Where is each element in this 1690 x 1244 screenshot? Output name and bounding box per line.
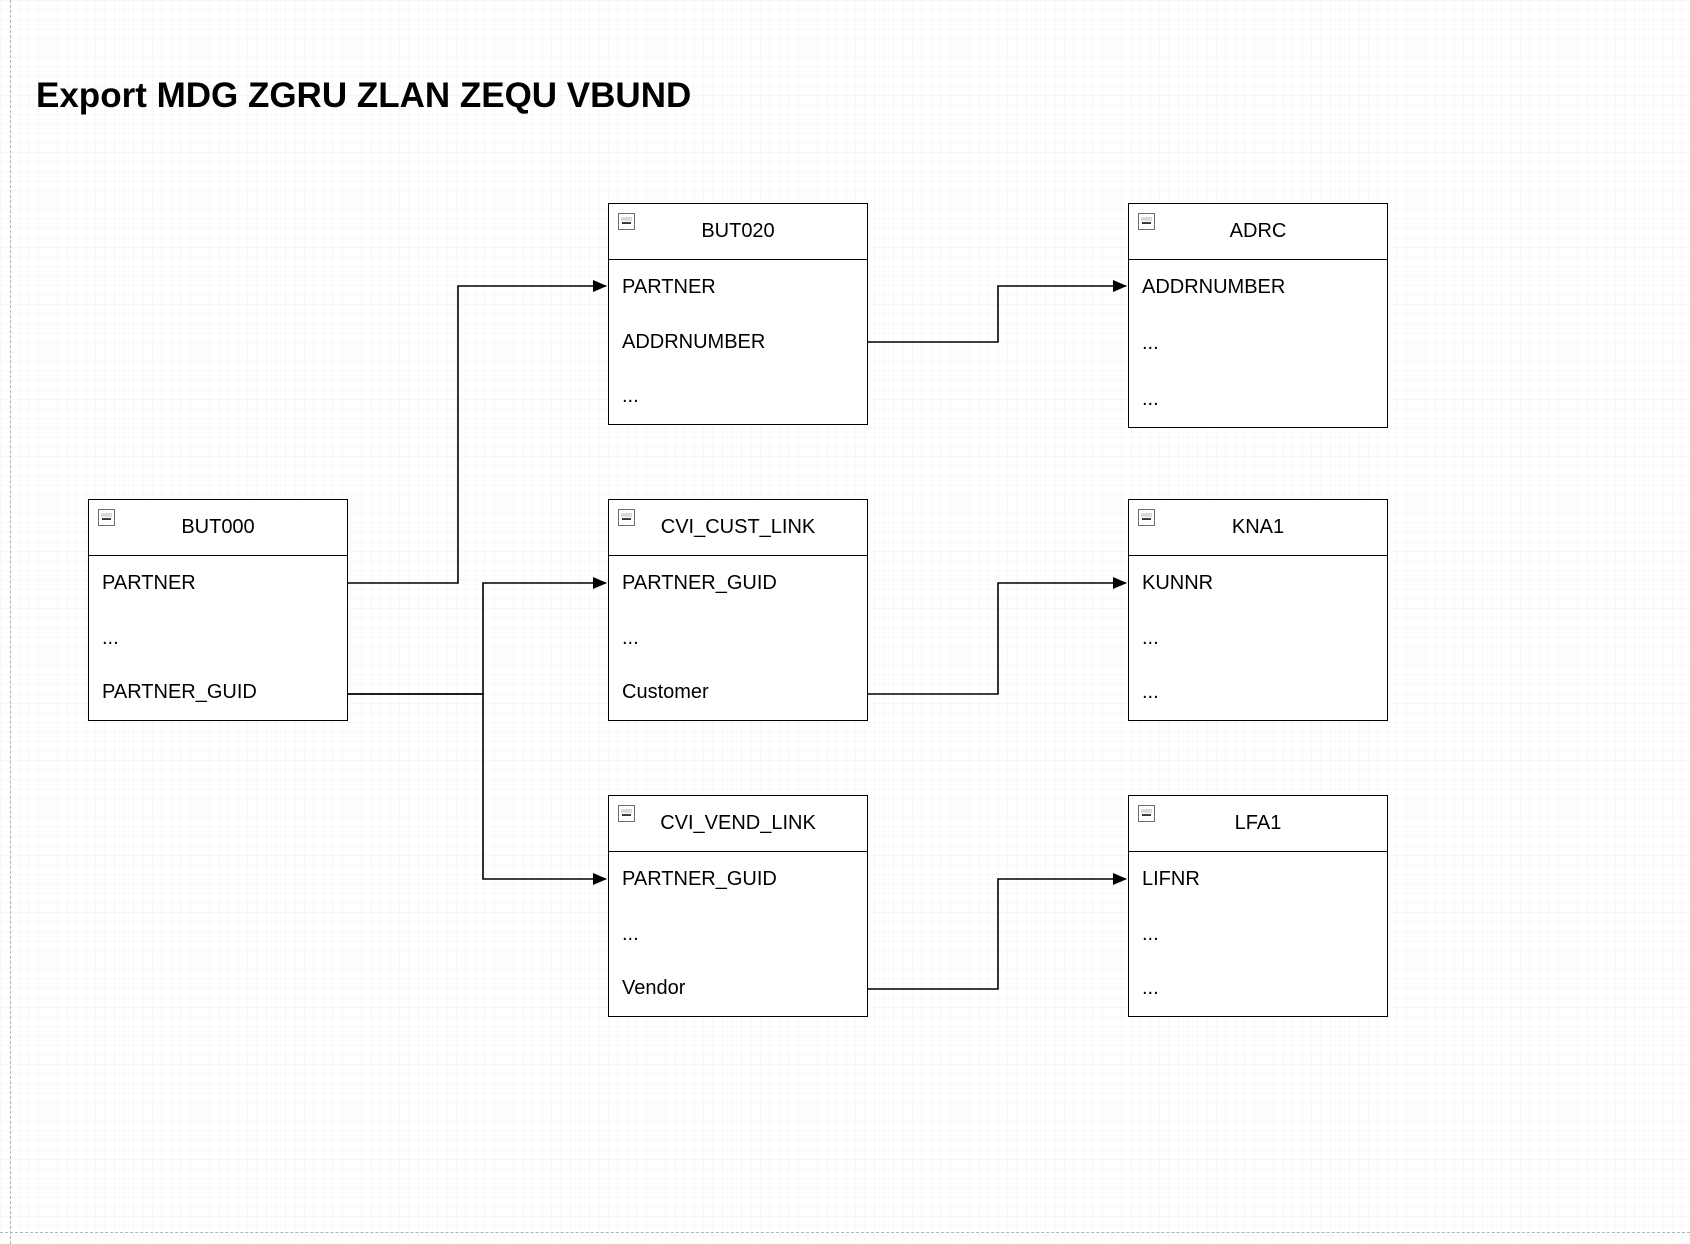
- table-header[interactable]: BUT000: [89, 500, 347, 556]
- table-field[interactable]: ...: [102, 626, 119, 649]
- table-field[interactable]: ...: [1142, 922, 1159, 945]
- table-field[interactable]: PARTNER_GUID: [622, 571, 777, 594]
- connection-BUT000.PARTNER-to-BUT020.PARTNER[interactable]: [348, 280, 607, 584]
- collapse-icon[interactable]: [1138, 509, 1155, 526]
- collapse-icon[interactable]: [1138, 213, 1155, 230]
- table-field[interactable]: ...: [1142, 681, 1159, 704]
- collapse-icon[interactable]: [98, 509, 115, 526]
- table-CVI_VEND_LINK[interactable]: CVI_VEND_LINK PARTNER_GUID... Vendor: [608, 795, 868, 1017]
- table-title: LFA1: [1234, 812, 1282, 834]
- table-header[interactable]: LFA1: [1129, 796, 1387, 852]
- table-body: LIFNR......: [1129, 852, 1387, 1016]
- table-field[interactable]: ADDRNUMBER: [622, 330, 766, 353]
- collapse-icon[interactable]: [618, 805, 635, 822]
- table-header[interactable]: KNA1: [1129, 500, 1387, 556]
- table-header[interactable]: CVI_CUST_LINK: [609, 500, 867, 556]
- connection-BUT020.ADDRNUMBER-to-ADRC.ADDRNUMBER[interactable]: [868, 280, 1127, 343]
- connection-BUT000.PARTNER_GUID-to-CVI_VEND_LINK.PARTNER_GUID[interactable]: [348, 693, 607, 885]
- table-field[interactable]: ...: [1142, 387, 1159, 410]
- table-title: KNA1: [1231, 516, 1285, 538]
- collapse-icon[interactable]: [1138, 805, 1155, 822]
- collapse-icon[interactable]: [618, 509, 635, 526]
- table-field[interactable]: ...: [622, 385, 639, 408]
- table-field[interactable]: PARTNER_GUID: [102, 681, 257, 704]
- collapse-icon[interactable]: [618, 213, 635, 230]
- table-field[interactable]: PARTNER: [102, 571, 196, 594]
- table-field[interactable]: Vendor: [622, 977, 686, 1000]
- table-body: PARTNER ADDRNUMBER...: [609, 260, 867, 424]
- table-header[interactable]: BUT020: [609, 204, 867, 260]
- table-field[interactable]: ...: [622, 626, 639, 649]
- table-field[interactable]: ...: [1142, 626, 1159, 649]
- connection-CVI_CUST_LINK.Customer-to-KNA1.KUNNR[interactable]: [868, 577, 1127, 695]
- table-field[interactable]: ...: [622, 922, 639, 945]
- table-field[interactable]: ...: [1142, 977, 1159, 1000]
- table-title: CVI_VEND_LINK: [660, 812, 816, 834]
- table-CVI_CUST_LINK[interactable]: CVI_CUST_LINK PARTNER_GUID... Customer: [608, 499, 868, 721]
- table-title: CVI_CUST_LINK: [660, 516, 816, 538]
- page-boundary-left: [10, 0, 11, 1244]
- page-boundary-bottom: [0, 1232, 1690, 1233]
- table-body: PARTNER_GUID... Customer: [609, 556, 867, 720]
- table-field[interactable]: ...: [1142, 332, 1159, 354]
- table-title: BUT020: [701, 220, 775, 242]
- table-body: KUNNR......: [1129, 556, 1387, 720]
- table-field[interactable]: PARTNER: [622, 275, 716, 298]
- table-field[interactable]: Customer: [622, 681, 709, 704]
- table-header[interactable]: CVI_VEND_LINK: [609, 796, 867, 852]
- connections-group: [348, 280, 1127, 990]
- table-title: BUT000: [181, 516, 255, 538]
- diagram-title[interactable]: Export MDG ZGRU ZLAN ZEQU VBUND: [36, 76, 692, 115]
- table-field[interactable]: PARTNER_GUID: [622, 867, 777, 890]
- table-body: PARTNER_GUID... Vendor: [609, 852, 867, 1016]
- table-body: PARTNER... PARTNER_GUID: [89, 556, 347, 720]
- table-field[interactable]: KUNNR: [1142, 571, 1214, 594]
- table-header[interactable]: ADRC: [1129, 204, 1387, 260]
- table-field[interactable]: LIFNR: [1142, 867, 1200, 890]
- connection-BUT000.PARTNER_GUID-to-CVI_CUST_LINK.PARTNER_GUID[interactable]: [348, 577, 607, 695]
- connection-CVI_VEND_LINK.Vendor-to-LFA1.LIFNR[interactable]: [868, 873, 1127, 990]
- table-body: ADDRNUMBER......: [1129, 260, 1387, 427]
- table-field[interactable]: ADDRNUMBER: [1142, 276, 1286, 299]
- table-ADRC[interactable]: ADRC ADDRNUMBER......: [1128, 203, 1388, 428]
- table-title: ADRC: [1229, 220, 1287, 242]
